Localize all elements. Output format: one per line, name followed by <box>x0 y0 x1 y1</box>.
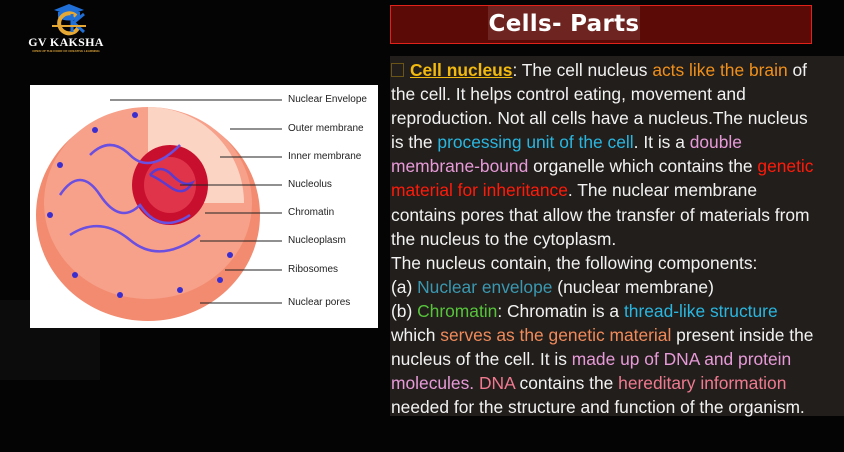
text-line: the cell. It helps control eating, movem… <box>391 84 746 105</box>
text: (a) <box>391 276 418 297</box>
highlight: double <box>689 132 742 153</box>
text-line: contains pores that allow the transfer o… <box>391 204 810 225</box>
gv-kaksha-logo: GV KAKSHA OPEN UP THE DOOR OF CREATIVE L… <box>14 2 118 54</box>
text: . It is a <box>633 132 690 153</box>
highlight: serves as the genetic material <box>440 325 672 346</box>
highlight: thread-like structure <box>623 300 778 321</box>
highlight: hereditary information <box>618 373 787 394</box>
label-nucleolus: Nucleolus <box>288 179 332 190</box>
text: : The cell nucleus <box>512 60 653 80</box>
text: organelle which contains the <box>528 156 758 177</box>
label-inner-membrane: Inner membrane <box>288 151 362 162</box>
highlight: acts like the brain <box>652 60 788 80</box>
heading-cell-nucleus: Cell nucleus <box>410 60 513 80</box>
text: (b) <box>391 300 418 321</box>
label-nuclear-envelope: Nuclear Envelope <box>288 94 367 105</box>
label-nuclear-pores: Nuclear pores <box>288 297 351 308</box>
text: of <box>787 60 807 80</box>
highlight: Chromatin <box>417 300 498 321</box>
text-line: reproduction. Not all cells have a nucle… <box>391 108 808 129</box>
highlight: processing unit of the cell <box>437 132 634 153</box>
highlight: material for inheritance <box>391 180 568 201</box>
label-ribosomes: Ribosomes <box>288 264 339 275</box>
text-panel: Cell nucleus: The cell nucleus acts like… <box>390 56 844 419</box>
text: (nuclear membrane) <box>552 276 714 297</box>
logo-tagline: OPEN UP THE DOOR OF CREATIVE LEARNING <box>32 49 100 53</box>
bullet-icon <box>391 63 404 77</box>
nucleus-illustration <box>36 99 282 321</box>
text: is the <box>391 132 438 153</box>
highlight: genetic <box>757 156 814 177</box>
highlight: DNA <box>474 373 515 394</box>
text: . The nuclear membrane <box>567 180 758 201</box>
nucleus-diagram: Nuclear Envelope Outer membrane Inner me… <box>30 85 378 328</box>
label-chromatin: Chromatin <box>288 207 335 218</box>
text-line: the nucleus to the cytoplasm. <box>391 228 617 249</box>
highlight: Nuclear envelope <box>417 276 553 297</box>
label-nucleoplasm: Nucleoplasm <box>288 235 346 246</box>
logo-name: GV KAKSHA <box>28 35 104 49</box>
body-text: Cell nucleus: The cell nucleus acts like… <box>391 58 843 419</box>
text-line: needed for the structure and function of… <box>391 397 805 418</box>
highlight: membrane-bound <box>391 156 529 177</box>
page-title: Cells- Parts <box>488 6 640 40</box>
text: contains the <box>514 373 619 394</box>
highlight: made up of DNA and protein <box>571 349 792 370</box>
label-outer-membrane: Outer membrane <box>288 123 364 134</box>
text: present inside the <box>671 325 814 346</box>
logo-emblem-icon <box>52 4 86 36</box>
text-line: The nucleus contain, the following compo… <box>391 252 758 273</box>
highlight: molecules. <box>391 373 475 394</box>
title-banner: Cells- Parts <box>390 5 812 44</box>
text: which <box>391 325 441 346</box>
text: : Chromatin is a <box>497 300 624 321</box>
text: nucleus of the cell. It is <box>391 349 572 370</box>
